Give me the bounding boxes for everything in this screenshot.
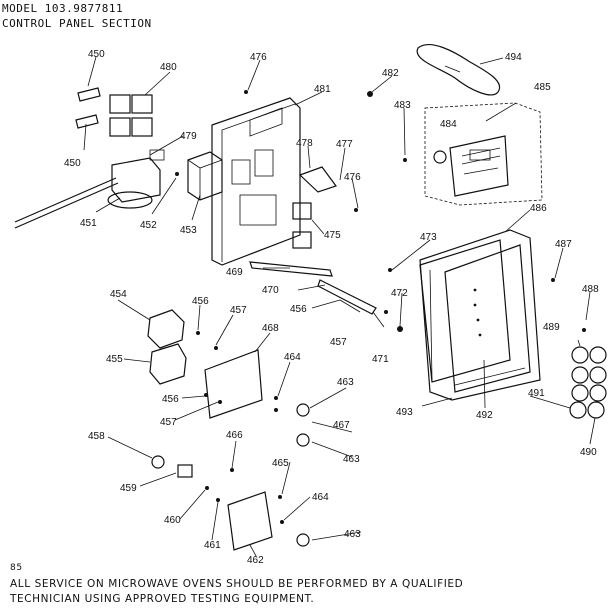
part-458-knob bbox=[151, 455, 165, 469]
screws bbox=[175, 90, 586, 524]
label-483: 483 bbox=[394, 100, 411, 111]
label-488: 488 bbox=[582, 284, 599, 295]
part-475-switches bbox=[292, 202, 312, 249]
part-480-switch-cluster bbox=[109, 94, 153, 137]
label-489: 489 bbox=[543, 322, 560, 333]
part-454-interlock-switch bbox=[147, 309, 185, 349]
label-476b: 476 bbox=[344, 172, 361, 183]
label-463b: 463 bbox=[343, 454, 360, 465]
part-494-wire-harness bbox=[416, 43, 501, 96]
part-481-control-bracket bbox=[211, 97, 301, 266]
label-472: 472 bbox=[391, 288, 408, 299]
part-489-490-491-knobs bbox=[569, 346, 607, 419]
label-456a: 456 bbox=[192, 296, 209, 307]
label-478: 478 bbox=[296, 138, 313, 149]
page-code: 85 bbox=[10, 563, 23, 573]
label-464a: 464 bbox=[284, 352, 301, 363]
section-title: CONTROL PANEL SECTION bbox=[2, 17, 152, 30]
part-463-nut bbox=[296, 433, 310, 447]
label-490: 490 bbox=[580, 447, 597, 458]
label-450a: 450 bbox=[88, 49, 105, 60]
label-491: 491 bbox=[528, 388, 545, 399]
part-486-control-panel-frame bbox=[419, 229, 541, 401]
label-457b: 457 bbox=[160, 417, 177, 428]
part-labels: 450 450 451 452 453 454 455 456 456 456 … bbox=[64, 49, 599, 566]
label-476a: 476 bbox=[250, 52, 267, 63]
label-466: 466 bbox=[226, 430, 243, 441]
label-494: 494 bbox=[505, 52, 522, 63]
label-458: 458 bbox=[88, 431, 105, 442]
label-482: 482 bbox=[382, 68, 399, 79]
label-487: 487 bbox=[555, 239, 572, 250]
label-486: 486 bbox=[530, 203, 547, 214]
label-460: 460 bbox=[164, 515, 181, 526]
label-456b: 456 bbox=[162, 394, 179, 405]
label-468: 468 bbox=[262, 323, 279, 334]
label-465: 465 bbox=[272, 458, 289, 469]
service-note-line-1: ALL SERVICE ON MICROWAVE OVENS SHOULD BE… bbox=[10, 578, 464, 590]
part-462-mounting-plate bbox=[227, 491, 273, 551]
label-454: 454 bbox=[110, 289, 127, 300]
label-451: 451 bbox=[80, 218, 97, 229]
label-464b: 464 bbox=[312, 492, 329, 503]
part-493-panel-overlay bbox=[419, 239, 511, 383]
service-note-line-2: TECHNICIAN USING APPROVED TESTING EQUIPM… bbox=[10, 593, 315, 605]
part-450-lamps bbox=[75, 87, 101, 129]
label-470: 470 bbox=[262, 285, 279, 296]
label-462: 462 bbox=[247, 555, 264, 566]
label-463a: 463 bbox=[337, 377, 354, 388]
label-459: 459 bbox=[120, 483, 137, 494]
label-480: 480 bbox=[160, 62, 177, 73]
label-481: 481 bbox=[314, 84, 331, 95]
label-477: 477 bbox=[336, 139, 353, 150]
part-455-interlock-switch bbox=[149, 343, 187, 385]
label-471: 471 bbox=[372, 354, 389, 365]
part-485-assembly-outline bbox=[424, 102, 543, 206]
label-457c: 457 bbox=[330, 337, 347, 348]
label-452: 452 bbox=[140, 220, 157, 231]
label-456c: 456 bbox=[290, 304, 307, 315]
part-463-nut bbox=[296, 533, 310, 547]
label-473: 473 bbox=[420, 232, 437, 243]
label-484: 484 bbox=[440, 119, 457, 130]
label-455: 455 bbox=[106, 354, 123, 365]
label-479: 479 bbox=[180, 131, 197, 142]
label-492: 492 bbox=[476, 410, 493, 421]
part-484-control-board bbox=[449, 135, 509, 197]
label-467: 467 bbox=[333, 420, 350, 431]
label-485: 485 bbox=[534, 82, 551, 93]
part-478-bracket bbox=[298, 166, 337, 193]
part-468-mounting-plate bbox=[204, 349, 263, 419]
part-459-bracket bbox=[177, 464, 193, 478]
part-453-relay-block bbox=[187, 151, 223, 201]
part-451-motor bbox=[14, 149, 165, 229]
label-463c: 463 bbox=[344, 529, 361, 540]
model-number: MODEL 103.9877811 bbox=[2, 2, 124, 15]
part-469-470-latch-arms bbox=[249, 261, 377, 315]
leader-lines bbox=[83, 56, 596, 557]
label-461: 461 bbox=[204, 540, 221, 551]
label-475: 475 bbox=[324, 230, 341, 241]
label-453: 453 bbox=[180, 225, 197, 236]
label-450b: 450 bbox=[64, 158, 81, 169]
label-457a: 457 bbox=[230, 305, 247, 316]
label-469: 469 bbox=[226, 267, 243, 278]
label-493: 493 bbox=[396, 407, 413, 418]
part-463-nut bbox=[296, 403, 310, 417]
